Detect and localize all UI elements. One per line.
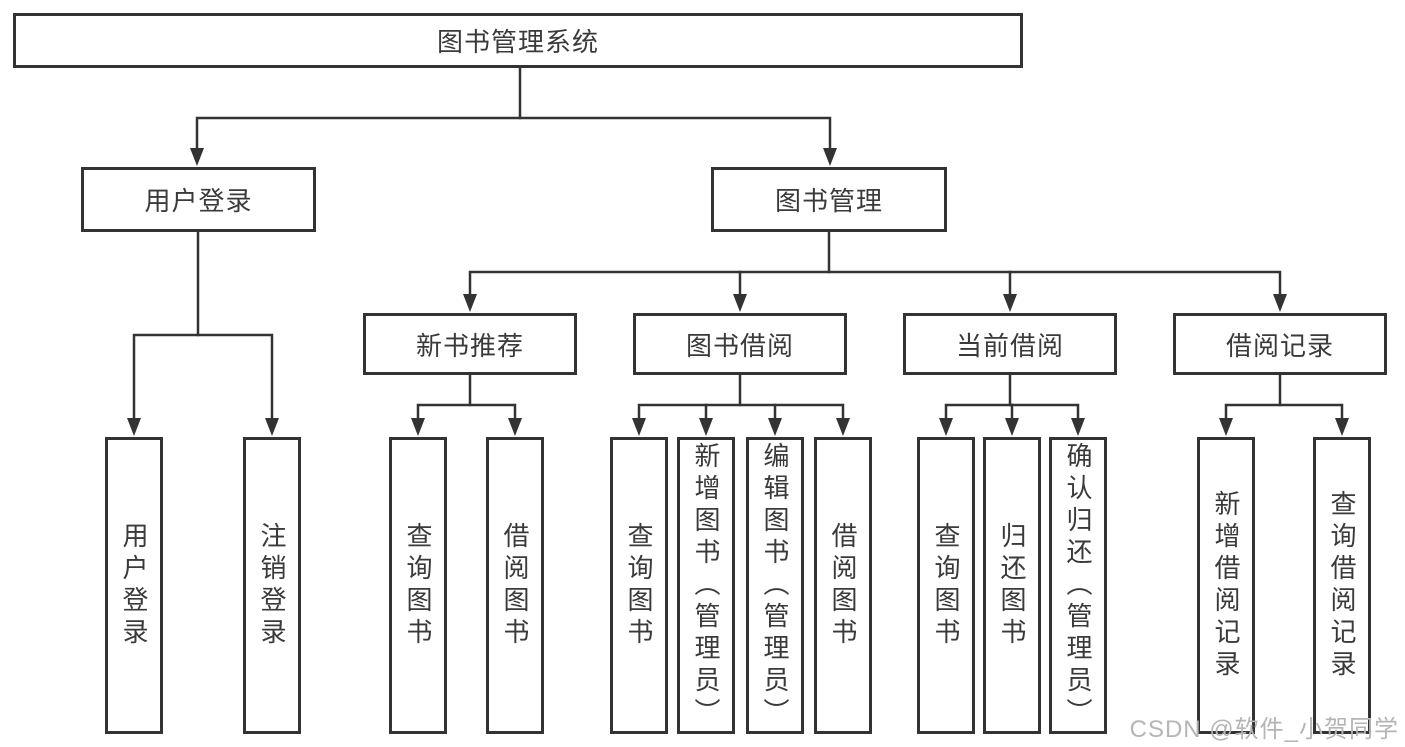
- leaf-return-books: 归还图书: [983, 437, 1041, 734]
- leaf-label: 用户登录: [119, 521, 149, 650]
- leaf-label: 编辑图书（管理员）: [760, 441, 790, 730]
- leaf-label: 确认归还（管理员）: [1063, 441, 1093, 730]
- node-label: 用户登录: [144, 186, 253, 216]
- leaf-query-books: 查询图书: [389, 437, 447, 734]
- leaf-label: 查询借阅记录: [1327, 489, 1357, 682]
- leaf-label: 新增图书（管理员）: [691, 441, 721, 730]
- node-book-management: 图书管理: [711, 167, 947, 232]
- node-label: 借阅记录: [1225, 330, 1334, 361]
- leaf-label: 注销登录: [257, 521, 287, 650]
- node-label: 图书管理系统: [436, 27, 599, 57]
- node-label: 当前借阅: [955, 330, 1064, 361]
- node-user-login: 用户登录: [81, 167, 316, 232]
- leaf-label: 借阅图书: [500, 521, 530, 650]
- node-book-borrowing: 图书借阅: [633, 313, 847, 375]
- leaf-add-books-admin: 新增图书（管理员）: [677, 437, 735, 734]
- leaf-query-borrow-record: 查询借阅记录: [1313, 437, 1371, 734]
- leaf-label: 归还图书: [997, 521, 1027, 650]
- leaf-label: 查询图书: [931, 521, 961, 650]
- leaf-query-books: 查询图书: [917, 437, 975, 734]
- leaf-label: 查询图书: [624, 521, 654, 650]
- node-library-management-system: 图书管理系统: [13, 13, 1023, 68]
- leaf-confirm-return-admin: 确认归还（管理员）: [1049, 437, 1107, 734]
- leaf-borrow-books: 借阅图书: [814, 437, 872, 734]
- node-current-borrowing: 当前借阅: [903, 313, 1117, 375]
- node-new-book-recommendation: 新书推荐: [363, 313, 577, 375]
- leaf-add-borrow-record: 新增借阅记录: [1197, 437, 1255, 734]
- leaf-query-books: 查询图书: [610, 437, 668, 734]
- leaf-label: 新增借阅记录: [1211, 489, 1241, 682]
- leaf-user-login: 用户登录: [105, 437, 163, 734]
- node-label: 新书推荐: [415, 330, 524, 361]
- leaf-borrow-books: 借阅图书: [486, 437, 544, 734]
- node-label: 图书借阅: [685, 330, 794, 361]
- leaf-edit-books-admin: 编辑图书（管理员）: [746, 437, 804, 734]
- csdn-watermark: CSDN @软件_小贺同学: [1129, 716, 1399, 743]
- leaf-logout: 注销登录: [243, 437, 301, 734]
- leaf-label: 借阅图书: [828, 521, 858, 650]
- leaf-label: 查询图书: [403, 521, 433, 650]
- node-borrowing-records: 借阅记录: [1173, 313, 1387, 375]
- node-label: 图书管理: [774, 186, 883, 216]
